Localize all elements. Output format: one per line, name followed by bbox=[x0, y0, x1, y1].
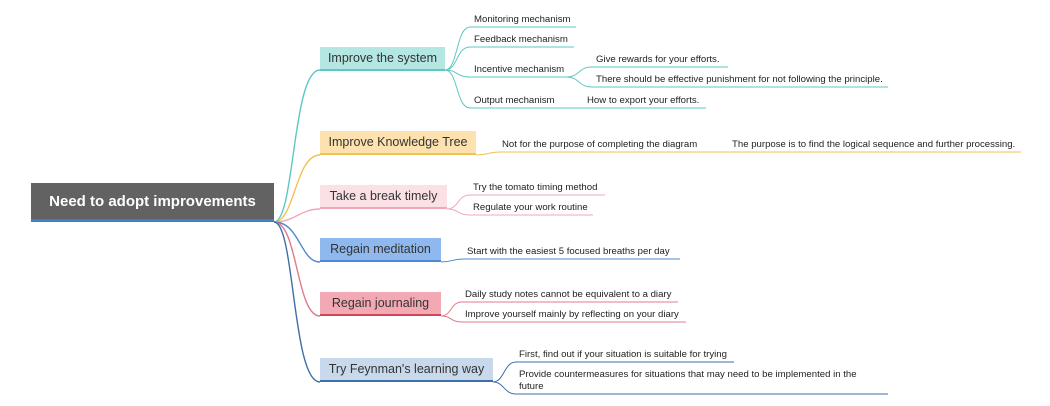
subtopic-export-efforts[interactable]: How to export your efforts. bbox=[587, 95, 700, 106]
topic-regain-journaling[interactable]: Regain journaling bbox=[320, 292, 441, 316]
subtopic-logical-sequence[interactable]: The purpose is to find the logical seque… bbox=[732, 139, 1016, 150]
subtopic-feedback-mechanism[interactable]: Feedback mechanism bbox=[474, 34, 568, 45]
topic-improve-the-system[interactable]: Improve the system bbox=[320, 47, 445, 71]
connector-daily-notes bbox=[440, 301, 678, 317]
subtopic-reflect-on-diary[interactable]: Improve yourself mainly by reflecting on… bbox=[465, 309, 679, 320]
subtopic-give-rewards[interactable]: Give rewards for your efforts. bbox=[596, 54, 720, 65]
connector-regain-meditation bbox=[273, 221, 321, 263]
subtopic-incentive-mechanism[interactable]: Incentive mechanism bbox=[474, 64, 565, 75]
connector-reflect-diary bbox=[440, 315, 686, 323]
subtopic-regulate-routine[interactable]: Regulate your work routine bbox=[473, 202, 588, 213]
connector-regulate bbox=[446, 208, 593, 216]
connector-feedback bbox=[444, 46, 574, 71]
connector-countermeasures bbox=[492, 381, 888, 395]
connector-improve-knowledge-tree bbox=[273, 154, 321, 223]
topic-try-feynman-learning-way[interactable]: Try Feynman's learning way bbox=[320, 358, 493, 382]
connector-output bbox=[444, 69, 706, 109]
subtopic-effective-punishment[interactable]: There should be effective punishment for… bbox=[596, 74, 883, 85]
connector-tomato bbox=[446, 194, 605, 210]
topic-regain-meditation[interactable]: Regain meditation bbox=[320, 238, 441, 262]
connector-try-feynman bbox=[273, 221, 321, 383]
connector-give-rewards bbox=[565, 66, 728, 78]
subtopic-focused-breaths[interactable]: Start with the easiest 5 focused breaths… bbox=[467, 246, 670, 257]
connector-first-find-out bbox=[492, 361, 734, 383]
subtopic-daily-study-notes[interactable]: Daily study notes cannot be equivalent t… bbox=[465, 289, 672, 300]
connector-regain-journaling bbox=[273, 221, 321, 317]
subtopic-tomato-timing[interactable]: Try the tomato timing method bbox=[473, 182, 598, 193]
subtopic-find-out-situation[interactable]: First, find out if your situation is sui… bbox=[519, 349, 727, 360]
connector-breaths bbox=[440, 258, 680, 263]
topic-improve-knowledge-tree[interactable]: Improve Knowledge Tree bbox=[320, 131, 476, 155]
connector-improve-the-system bbox=[273, 69, 321, 223]
subtopic-not-for-completing-diagram[interactable]: Not for the purpose of completing the di… bbox=[502, 139, 698, 150]
subtopic-monitoring-mechanism[interactable]: Monitoring mechanism bbox=[474, 14, 571, 25]
subtopic-output-mechanism[interactable]: Output mechanism bbox=[474, 95, 555, 106]
connector-incentive bbox=[444, 69, 566, 78]
connector-effective-punishment bbox=[565, 76, 888, 88]
subtopic-provide-countermeasures[interactable]: Provide countermeasures for situations t… bbox=[519, 369, 857, 392]
connector-not-for-purpose bbox=[475, 151, 1021, 156]
connector-take-a-break bbox=[273, 208, 321, 223]
topic-take-a-break-timely[interactable]: Take a break timely bbox=[320, 185, 447, 209]
root-topic[interactable]: Need to adopt improvements bbox=[31, 183, 274, 222]
connector-monitoring bbox=[444, 26, 576, 71]
